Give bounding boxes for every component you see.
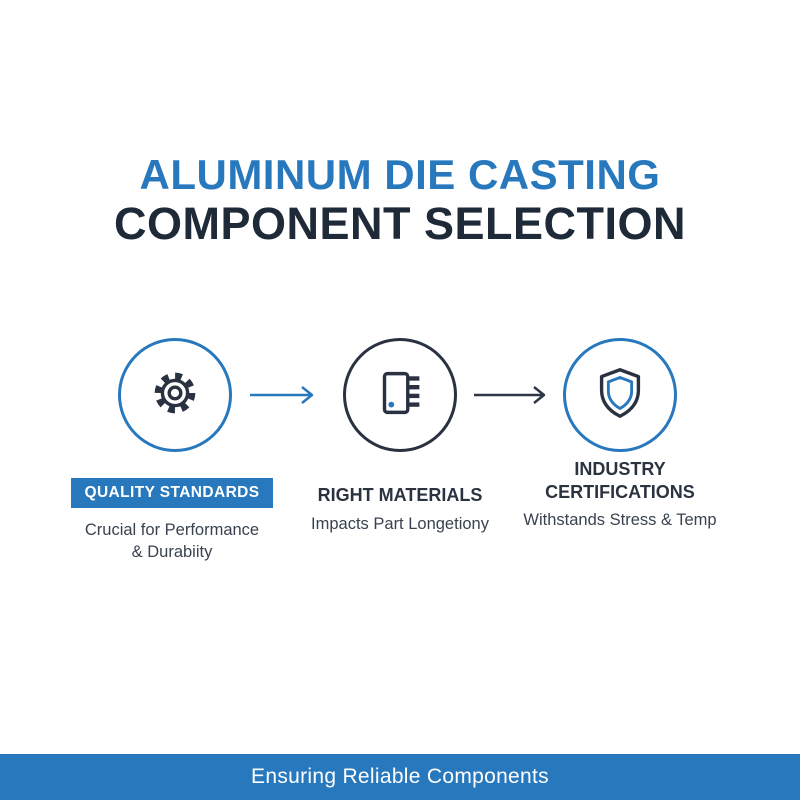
step-desc: Crucial for Performance & Durabiity <box>52 519 292 564</box>
step-desc-line: Crucial for Performance <box>84 521 260 539</box>
step-quality-standards: QUALITY STANDARDS Crucial for Performanc… <box>52 478 292 564</box>
materials-icon <box>369 362 431 429</box>
step-desc: Withstands Stress & Temp <box>500 509 740 531</box>
gear-icon <box>144 362 206 429</box>
step-circle-quality <box>118 338 232 452</box>
footer-banner: Ensuring Reliable Components <box>0 754 800 800</box>
step-label-line: CERTIFICATIONS <box>545 481 695 502</box>
step-circle-materials <box>343 338 457 452</box>
arrow-right-icon <box>472 383 552 412</box>
footer-text: Ensuring Reliable Components <box>251 765 549 788</box>
step-label-line: INDUSTRY <box>574 459 666 479</box>
step-label: RIGHT MATERIALS <box>317 485 483 505</box>
step-desc-line: Withstands Stress & Temp <box>523 511 717 529</box>
step-industry-certifications: INDUSTRY CERTIFICATIONS Withstands Stres… <box>500 458 740 531</box>
step-circle-certifications <box>563 338 677 452</box>
title-line-1: ALUMINUM DIE CASTING <box>139 151 661 198</box>
step-desc: Impacts Part Longetiony <box>280 513 520 535</box>
arrow-right-icon <box>248 383 320 412</box>
shield-icon <box>589 362 651 429</box>
step-desc-line: & Durabiity <box>131 543 213 562</box>
step-label-badge: QUALITY STANDARDS <box>71 478 273 508</box>
step-desc-line: Impacts Part Longetiony <box>311 514 489 533</box>
step-right-materials: RIGHT MATERIALS Impacts Part Longetiony <box>280 484 520 535</box>
title-line-2: COMPONENT SELECTION <box>113 198 687 250</box>
page-title: ALUMINUM DIE CASTING COMPONENT SELECTION <box>0 151 800 250</box>
